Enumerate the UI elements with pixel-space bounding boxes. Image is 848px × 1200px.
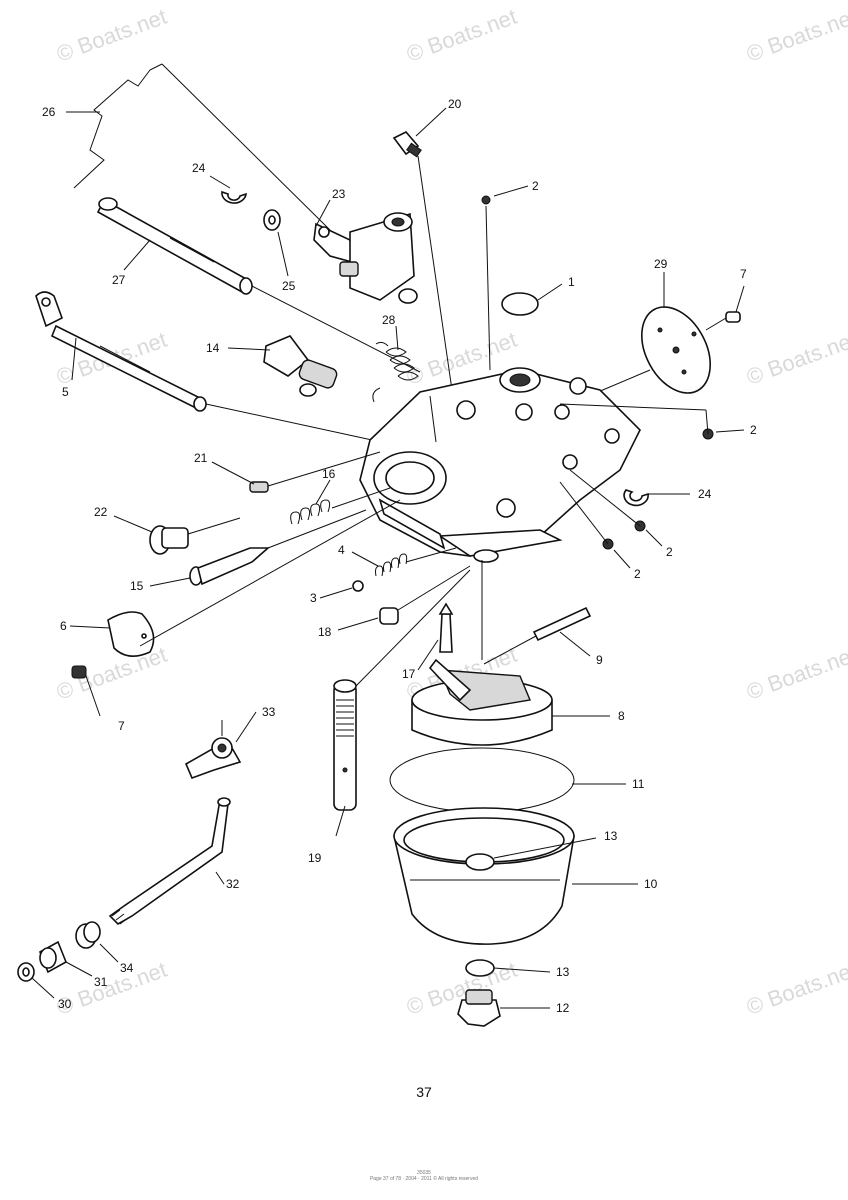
watermark: © Boats.net (53, 4, 170, 67)
callout-33: 33 (262, 705, 276, 719)
cover-plate-part (597, 306, 711, 394)
clamp-part (184, 720, 242, 780)
throttle-shaft-part (96, 197, 421, 373)
drain-gasket-part (465, 959, 495, 977)
washer-part (263, 209, 281, 231)
main-jet-part (333, 569, 471, 811)
callout-12: 12 (556, 1001, 570, 1015)
callout-27: 27 (112, 273, 126, 287)
washer-part (17, 962, 35, 982)
e-clip-part (623, 489, 649, 507)
fuel-tube-part (108, 797, 231, 925)
screw-part (149, 517, 241, 555)
callout-2: 2 (634, 567, 641, 581)
callout-16: 16 (322, 467, 336, 481)
callout-15: 15 (130, 579, 144, 593)
callout-20: 20 (448, 97, 462, 111)
throttle-lever-part (313, 212, 418, 304)
callout-17: 17 (402, 667, 416, 681)
sleeve-part (38, 940, 68, 974)
e-clip-part (221, 190, 247, 204)
callout-5: 5 (62, 385, 69, 399)
screw-part (379, 565, 471, 625)
parts (17, 63, 741, 1027)
drain-gasket-part (465, 853, 495, 871)
carburetor-body-part (359, 367, 641, 563)
inlet-needle-part (438, 602, 454, 653)
callout-11: 11 (632, 777, 645, 791)
callouts: 26 24 25 27 23 20 2 1 29 7 28 14 5 2 21 … (31, 97, 757, 1015)
spring-part (290, 487, 391, 525)
screw-part (705, 311, 741, 331)
linkage-wire-part (73, 63, 163, 189)
callout-14: 14 (206, 341, 220, 355)
callout-2: 2 (750, 423, 757, 437)
callout-2: 2 (532, 179, 539, 193)
float-bowl-part (393, 807, 575, 945)
callout-10: 10 (644, 877, 658, 891)
check-ball-part (352, 580, 364, 592)
float-bowl-gasket-part (389, 747, 575, 813)
callout-28: 28 (382, 313, 396, 327)
callout-26: 26 (42, 105, 56, 119)
callout-34: 34 (120, 961, 134, 975)
callout-7: 7 (740, 267, 747, 281)
choke-plate-part (107, 499, 401, 657)
choke-shaft-part (35, 291, 373, 441)
page-number: 37 (416, 1084, 432, 1100)
watermark: © Boats.net (743, 957, 848, 1020)
callout-1: 1 (568, 275, 575, 289)
watermark: © Boats.net (53, 642, 170, 705)
watermark: © Boats.net (403, 4, 520, 67)
plug-part (481, 195, 491, 205)
callout-30: 30 (58, 997, 72, 1011)
callout-32: 32 (226, 877, 240, 891)
welch-plug-part (501, 292, 539, 316)
spring-part (375, 553, 408, 577)
callout-8: 8 (618, 709, 625, 723)
page-footer: 35035 Page 37 of 78 · 2004 · 2011 © All … (0, 1170, 848, 1182)
callout-31: 31 (94, 975, 108, 989)
watermark: © Boats.net (743, 642, 848, 705)
callout-13: 13 (556, 965, 570, 979)
mixture-needle-part (189, 509, 367, 586)
callout-18: 18 (318, 625, 332, 639)
callout-19: 19 (308, 851, 322, 865)
footer-line: 35035 (417, 1170, 431, 1176)
float-part (411, 560, 553, 746)
footer-line: Page 37 of 78 · 2004 · 2011 © All rights… (369, 1176, 479, 1182)
callout-24: 24 (192, 161, 206, 175)
watermark: © Boats.net (743, 4, 848, 67)
callout-3: 3 (310, 591, 317, 605)
callout-9: 9 (596, 653, 603, 667)
watermark: © Boats.net (743, 327, 848, 390)
callout-7: 7 (118, 719, 125, 733)
idle-adjust-part (263, 335, 338, 397)
callout-22: 22 (94, 505, 108, 519)
spring-part (372, 341, 419, 403)
callout-25: 25 (282, 279, 296, 293)
screw-part (392, 131, 453, 391)
callout-24: 24 (698, 487, 712, 501)
callout-2: 2 (666, 545, 673, 559)
callout-4: 4 (338, 543, 345, 557)
float-pin-part (483, 606, 592, 665)
callout-21: 21 (194, 451, 208, 465)
screw-part (71, 665, 87, 679)
callout-6: 6 (60, 619, 67, 633)
drain-plug-part (457, 989, 501, 1027)
callout-23: 23 (332, 187, 346, 201)
callout-29: 29 (654, 257, 668, 271)
screw-part (249, 481, 269, 493)
fitting-part (75, 921, 101, 949)
callout-13: 13 (604, 829, 618, 843)
